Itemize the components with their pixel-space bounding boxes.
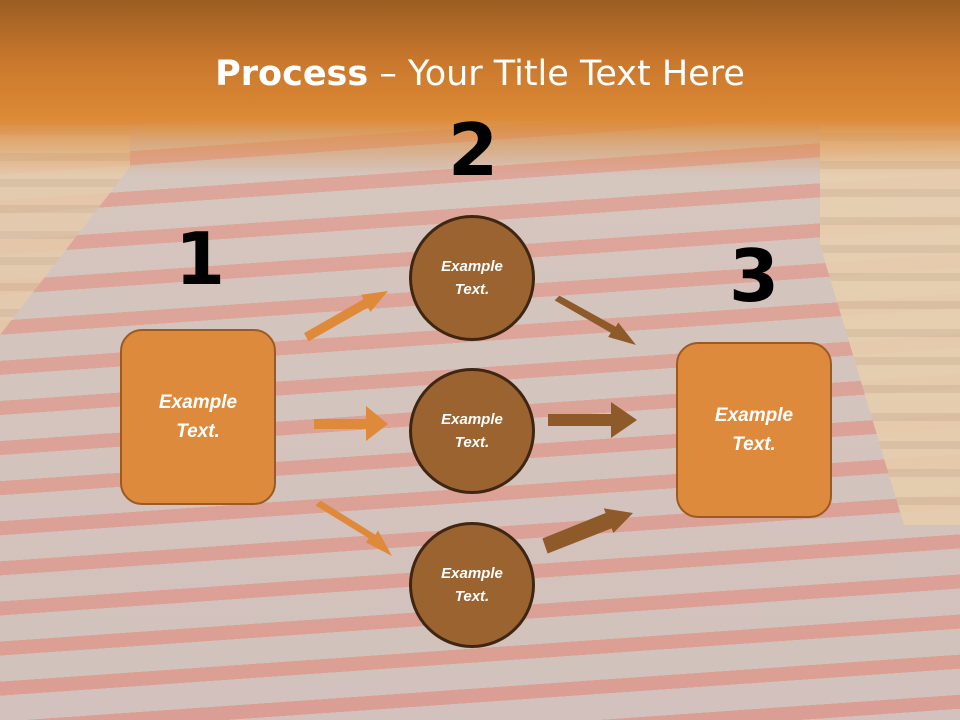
arrow-right-out bbox=[548, 402, 637, 438]
step-number-1: 1 bbox=[174, 217, 226, 301]
step-number-3: 3 bbox=[728, 234, 780, 318]
step-2-circle-bottom-text: Example Text. bbox=[441, 565, 503, 605]
step-2-circle-top-text: Example Text. bbox=[441, 258, 503, 298]
arrow-right-in bbox=[314, 406, 388, 441]
title-band bbox=[0, 0, 960, 175]
arrow-up-right-out bbox=[542, 508, 633, 554]
step-2-circle-top: Example Text. bbox=[409, 215, 535, 341]
step-1-text: Example Text. bbox=[158, 392, 238, 442]
arrow-up-right-in bbox=[304, 291, 388, 342]
step-1-box: Example Text. bbox=[120, 329, 276, 505]
step-2-circle-middle: Example Text. bbox=[409, 368, 535, 494]
step-2-circle-middle-text: Example Text. bbox=[441, 411, 503, 451]
step-2-circle-bottom: Example Text. bbox=[409, 522, 535, 648]
step-number-2: 2 bbox=[447, 108, 499, 192]
title-bold: Process bbox=[215, 54, 369, 94]
slide-title: Process – Your Title Text Here bbox=[0, 52, 960, 96]
step-3-text: Example Text. bbox=[714, 405, 794, 455]
arrow-down-right-out bbox=[554, 295, 636, 345]
title-rest: – Your Title Text Here bbox=[368, 54, 745, 94]
arrow-down-right-in bbox=[315, 500, 392, 556]
step-3-box: Example Text. bbox=[676, 342, 832, 518]
